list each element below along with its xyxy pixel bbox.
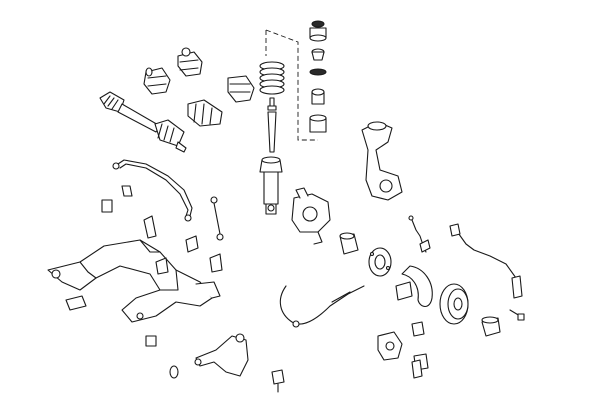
drive-shaft-icon[interactable]: [99, 91, 187, 153]
wear-sensor-icon[interactable]: [408, 215, 431, 253]
ball-joint-icon[interactable]: [271, 369, 285, 393]
cv-boot-icon[interactable]: [143, 67, 171, 95]
cv-boot-icon[interactable]: [177, 47, 203, 77]
shock-absorber-body-icon[interactable]: [259, 156, 283, 215]
brake-disc-icon[interactable]: [439, 283, 469, 325]
steering-knuckle-icon[interactable]: [291, 187, 331, 245]
cv-boot-icon[interactable]: [227, 75, 255, 103]
caliper-icon[interactable]: [377, 331, 403, 361]
bracket-icon[interactable]: [101, 185, 157, 239]
strut-mount-icon[interactable]: [309, 20, 327, 133]
stabilizer-bar-icon[interactable]: [112, 159, 193, 222]
knuckle-housing-icon[interactable]: [361, 121, 403, 201]
stabilizer-link-icon[interactable]: [210, 196, 224, 241]
wheel-hub-icon[interactable]: [368, 247, 392, 277]
cv-joint-icon[interactable]: [187, 99, 223, 127]
assembly-guide-lines: [265, 29, 318, 141]
coil-spring-icon[interactable]: [259, 61, 285, 95]
subframe-mount-icon[interactable]: [65, 235, 223, 347]
subframe-icon[interactable]: [47, 239, 221, 323]
shock-absorber-icon[interactable]: [267, 97, 277, 153]
bushing-icon[interactable]: [481, 316, 501, 337]
brake-pad-icon[interactable]: [411, 321, 429, 379]
control-arm-icon[interactable]: [194, 333, 249, 377]
brake-shield-icon[interactable]: [395, 265, 433, 308]
bushing-icon[interactable]: [169, 365, 179, 379]
bolt-icon[interactable]: [509, 309, 525, 321]
brake-cable-icon[interactable]: [279, 285, 365, 328]
bushing-icon[interactable]: [339, 232, 359, 255]
abs-sensor-icon[interactable]: [449, 223, 523, 299]
